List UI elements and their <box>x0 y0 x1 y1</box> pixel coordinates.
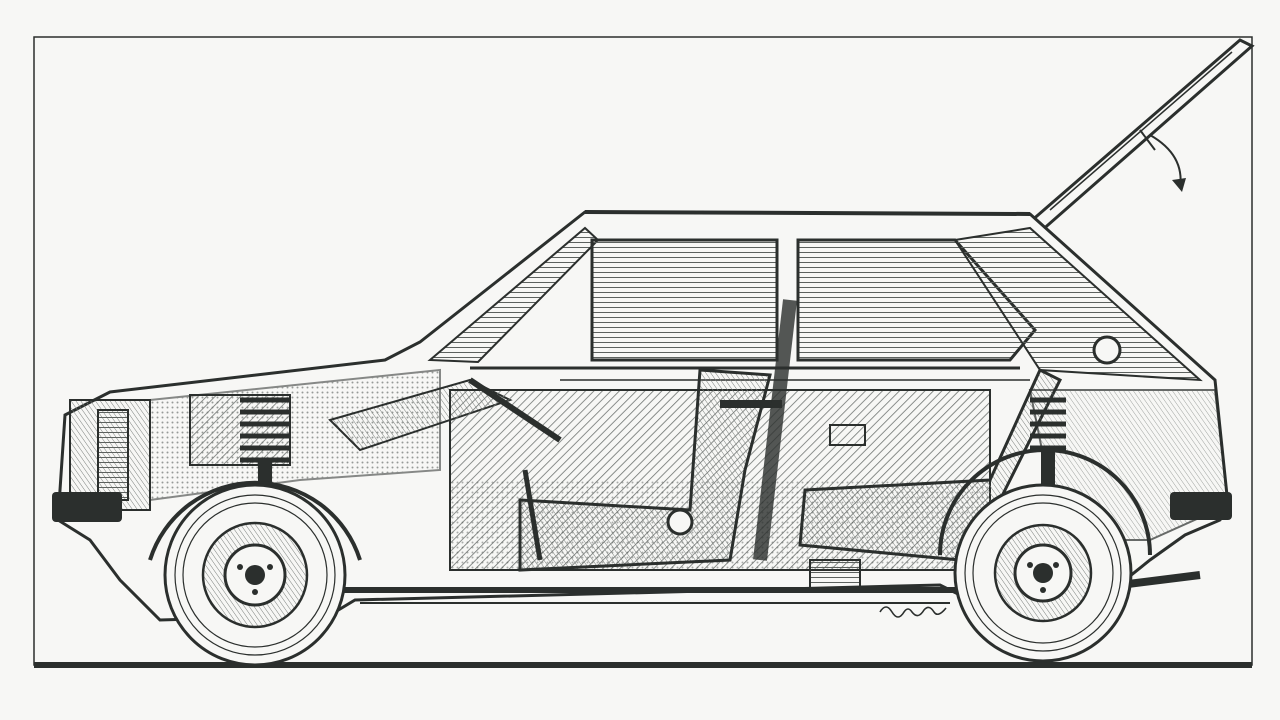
front-seat <box>518 368 772 572</box>
door-handle <box>829 424 866 446</box>
exhaust-pipe <box>1119 571 1201 589</box>
floor-pan <box>330 571 1201 604</box>
fuel-cap <box>1092 335 1122 365</box>
artist-signature <box>879 606 947 618</box>
front-bumper <box>52 492 122 522</box>
front-wheel <box>163 483 347 667</box>
open-tailgate <box>1027 38 1255 235</box>
arrow-icon <box>1172 178 1186 192</box>
engine-block <box>189 394 291 466</box>
radiator <box>97 409 129 501</box>
rear-wheel-arch <box>938 448 1152 556</box>
front-window <box>590 238 779 362</box>
interior <box>449 299 1063 591</box>
rear-bumper <box>1170 492 1232 520</box>
seat-knob <box>666 508 694 536</box>
front-wheel-arch <box>148 480 362 561</box>
rear-wheel <box>953 483 1133 663</box>
rear-quarter <box>953 226 1203 382</box>
engine-bay <box>69 368 513 530</box>
